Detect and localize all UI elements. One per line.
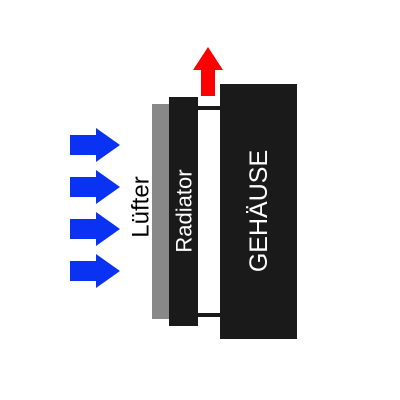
arrow-right-icon — [70, 254, 120, 288]
fan-label: Lüfter — [128, 176, 155, 237]
arrow-right-icon — [70, 212, 120, 246]
arrow-right-icon — [70, 128, 120, 162]
arrow-up-icon — [193, 47, 223, 96]
case-block — [220, 84, 297, 339]
case-label: GEHÄUSE — [245, 150, 273, 272]
fan-bar — [152, 104, 170, 319]
top-hose — [198, 106, 220, 110]
radiator-bar — [169, 97, 198, 326]
bottom-hose — [198, 313, 220, 317]
airflow-in-arrows — [70, 128, 120, 288]
arrow-right-icon — [70, 170, 120, 204]
radiator-label: Radiator — [172, 169, 197, 252]
